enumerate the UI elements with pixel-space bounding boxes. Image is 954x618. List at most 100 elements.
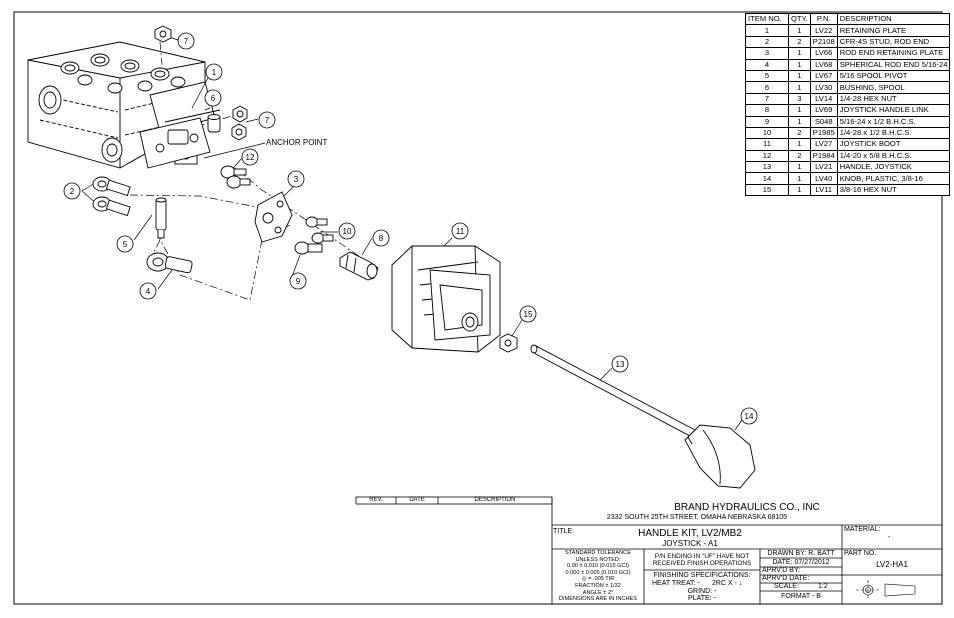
svg-text:13: 13 — [616, 360, 625, 369]
bom-cell-description: JOYSTICK HANDLE LINK — [836, 104, 951, 117]
bom-cell-item: 9 — [745, 115, 789, 128]
part-button-screw-9 — [294, 241, 323, 255]
bom-cell-item: 15 — [745, 183, 789, 197]
bom-cell-pn: LV66 — [809, 47, 838, 60]
svg-text:4: 4 — [146, 287, 151, 296]
balloons: 1 2 3 4 5 6 7 7 8 9 10 11 12 13 14 15 — [63, 32, 758, 425]
svg-text:9: 9 — [296, 277, 301, 286]
svg-text:15: 15 — [524, 310, 533, 319]
svg-text:5: 5 — [123, 240, 128, 249]
tolerance-line: STANDARD TOLERANCE — [565, 550, 631, 556]
pn-note-line: RECEIVED FINISH OPERATIONS — [652, 560, 752, 568]
part-no-value: LV2-HA1 — [876, 560, 908, 569]
svg-text:14: 14 — [745, 412, 754, 421]
balloon-7-right: 7 — [258, 111, 276, 129]
bom-cell-qty: 1 — [788, 183, 811, 197]
format-label: FORMAT - B — [781, 593, 821, 600]
bom-cell-description: CFR-4S STUD, ROD END — [836, 35, 951, 49]
bom-cell-pn: P1985 — [809, 126, 838, 140]
part-hex-nut-top — [154, 25, 172, 43]
bom-cell-qty: 1 — [788, 104, 811, 117]
part-retaining-plate — [139, 117, 211, 169]
tolerance-line: 0.00 ± 0.010 (0.015 GCI) — [567, 563, 629, 570]
bom-header-description: DESCRIPTION — [836, 12, 951, 26]
bom-cell-qty: 1 — [788, 24, 811, 37]
drawing-date: DATE: 07/27/2012 — [772, 559, 830, 566]
bom-cell-pn: S048 — [809, 115, 838, 128]
title-line-2: JOYSTICK - A1 — [662, 539, 718, 548]
material-value: - — [888, 534, 891, 541]
balloon-6: 6 — [204, 89, 222, 107]
svg-text:8: 8 — [379, 234, 384, 243]
bom-cell-description: SPHERICAL ROD END 5/16-24 — [836, 58, 951, 71]
bom-cell-qty: 1 — [788, 69, 811, 83]
plate: PLATE: - — [688, 595, 716, 602]
balloon-14: 14 — [740, 407, 758, 425]
part-hex-nut-pair — [231, 105, 248, 141]
part-spool-pivot — [155, 197, 167, 239]
bom-header-pn: P.N. — [809, 12, 838, 26]
bom-cell-pn: LV14 — [809, 92, 838, 106]
bom-cell-pn: LV11 — [809, 183, 838, 197]
part-joystick-handle — [530, 344, 696, 437]
bom-cell-qty: 3 — [788, 92, 811, 106]
bom-cell-description: RETAINING PLATE — [836, 24, 951, 37]
bom-cell-pn: LV30 — [809, 81, 838, 94]
title-block-frame — [355, 496, 942, 604]
bom-cell-qty: 1 — [788, 81, 811, 94]
svg-text:12: 12 — [246, 153, 255, 162]
svg-text:7: 7 — [265, 116, 270, 125]
bom-cell-description: ROD END RETAINING PLATE — [836, 47, 951, 60]
bom-cell-description: 1/4-28 HEX NUT — [836, 92, 951, 106]
tolerance-line: 0.000 ± 0.005 (0.010 GCI) — [565, 569, 631, 576]
balloon-12: 12 — [241, 148, 259, 166]
part-knob — [684, 424, 756, 489]
svg-text:10: 10 — [343, 227, 352, 236]
bom-cell-qty: 1 — [788, 138, 811, 151]
material-label: MATERIAL: — [844, 526, 881, 533]
bom-cell-qty: 1 — [788, 161, 811, 174]
balloon-8: 8 — [372, 229, 390, 247]
scale-label: SCALE: — [774, 583, 799, 590]
bom-cell-description: 5/16 SPOOL PIVOT — [836, 69, 951, 83]
title-line-1: HANDLE KIT, LV2/MB2 — [638, 528, 742, 539]
rev-description-header: DESCRIPTION — [474, 497, 516, 503]
tolerance-line: UNLESS NOTED: — [575, 556, 621, 563]
part-bushing — [207, 114, 221, 133]
balloon-13: 13 — [611, 355, 629, 373]
balloon-1: 1 — [205, 63, 223, 81]
bom-cell-pn: LV68 — [809, 58, 838, 71]
bom-cell-pn: LV27 — [809, 138, 838, 151]
approved-date: APRV'D DATE: — [762, 575, 810, 582]
bom-cell-item: 8 — [745, 104, 789, 117]
part-rod-end-retaining-plate — [254, 191, 293, 243]
tolerance-line: ANGLE ± 2° — [582, 589, 614, 596]
bom-cell-item: 6 — [745, 81, 789, 94]
bom-header-qty: QTY. — [788, 12, 811, 26]
bom-cell-item: 10 — [745, 126, 789, 140]
bom-cell-description: HANDLE, JOYSTICK — [836, 161, 951, 174]
part-hex-nut-15 — [499, 333, 518, 353]
part-stud-rod-ends — [92, 176, 131, 217]
projection-symbol — [856, 580, 916, 600]
balloon-11: 11 — [451, 222, 469, 240]
title-label: TITLE: — [553, 528, 575, 535]
bom-header-item: ITEM NO. — [745, 12, 789, 26]
balloon-9: 9 — [289, 272, 307, 290]
bom-cell-description: JOYSTICK BOOT — [836, 138, 951, 151]
tolerance-line: FRACTION ± 1/32 — [575, 582, 621, 589]
bom-cell-item: 1 — [745, 24, 789, 37]
tolerance-line: ◎ = .005 TIR — [581, 576, 615, 583]
finishing-specifications: FINISHING SPECIFICATIONS: — [653, 572, 751, 579]
bom-cell-qty: 2 — [788, 35, 811, 49]
